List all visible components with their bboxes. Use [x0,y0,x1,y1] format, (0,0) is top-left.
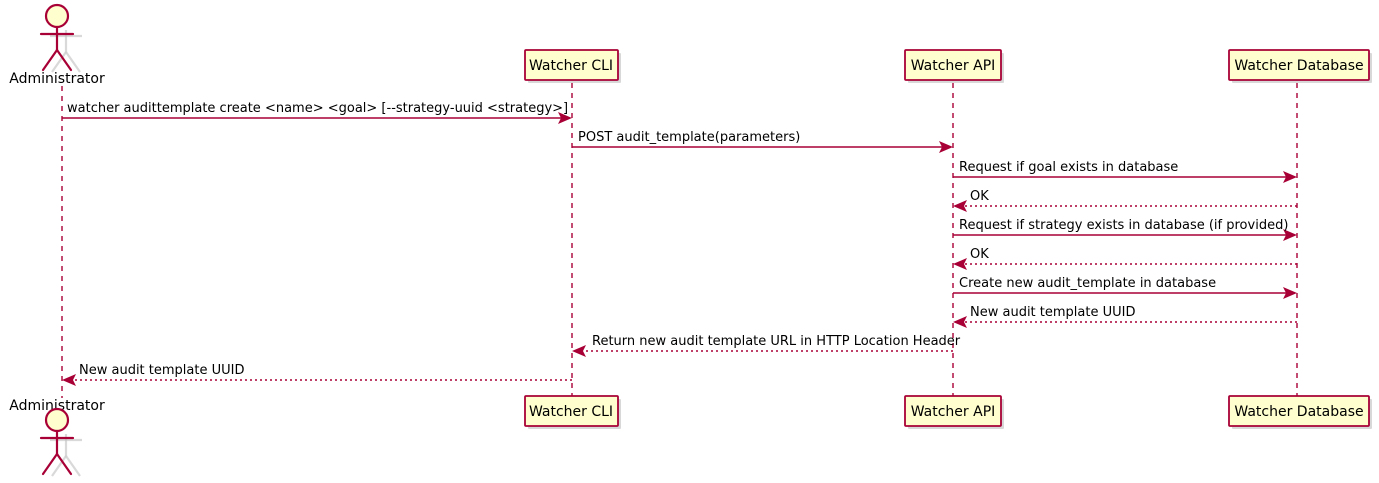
actor-figure-shadow-bottom [50,434,82,477]
message-2-label: POST audit_template(parameters) [578,130,800,145]
participant-box-cli-bottom[interactable] [524,395,619,427]
actor-left-leg-icon-bottom [41,452,59,476]
participant-db-top[interactable]: Watcher Database [1228,49,1372,83]
participant-label-api-top: Watcher API [911,58,996,74]
message-9[interactable]: Return new audit template URL in HTTP Lo… [572,334,961,357]
participant-label-api-bottom: Watcher API [911,404,996,420]
message-3[interactable]: Request if goal exists in database [953,160,1297,183]
message-8[interactable]: New audit template UUID [953,305,1297,328]
actor-label-top: Administrator [9,71,105,87]
participant-box-db-top[interactable] [1228,49,1370,81]
participant-api-bottom[interactable]: Watcher API [904,395,1004,429]
actor-right-leg-icon-bottom [55,452,73,476]
actor-head-icon-bottom [44,407,70,433]
participant-label-db-bottom: Watcher Database [1234,404,1363,420]
message-2-arrowhead-icon [939,141,953,153]
participant-label-db-top: Watcher Database [1234,58,1363,74]
participant-box-api-top[interactable] [904,49,1002,81]
message-1[interactable]: watcher audittemplate create <name> <goa… [62,101,572,124]
message-10-label: New audit template UUID [79,363,244,378]
message-4[interactable]: OK [953,189,1297,212]
actor-figure-shadow-top [50,30,82,73]
participant-label-cli-bottom: Watcher CLI [529,404,613,420]
message-6-label: OK [970,247,989,262]
message-7-arrowhead-icon [1283,287,1297,299]
message-10-arrowhead-icon [62,374,76,386]
lifelines [61,83,1298,398]
actor-left-leg-icon [41,48,59,72]
message-9-arrowhead-icon [572,345,586,357]
participant-label-cli-top: Watcher CLI [529,58,613,74]
participant-box-cli-top[interactable] [524,49,619,81]
message-6-arrowhead-icon [953,258,967,270]
message-8-arrowhead-icon [953,316,967,328]
actor-administrator-bottom[interactable]: Administrator [9,398,105,477]
participant-db-bottom[interactable]: Watcher Database [1228,395,1372,429]
participant-cli-top[interactable]: Watcher CLI [524,49,621,83]
participant-cli-bottom[interactable]: Watcher CLI [524,395,621,429]
message-2[interactable]: POST audit_template(parameters) [572,130,953,153]
message-3-arrowhead-icon [1283,171,1297,183]
message-6[interactable]: OK [953,247,1297,270]
message-1-label: watcher audittemplate create <name> <goa… [67,101,568,116]
actor-right-leg-icon [55,48,73,72]
actor-label-bottom: Administrator [9,398,105,414]
message-1-arrowhead-icon [558,112,572,124]
message-7-label: Create new audit_template in database [959,276,1216,291]
message-4-arrowhead-icon [953,200,967,212]
message-9-label: Return new audit template URL in HTTP Lo… [592,334,961,349]
actor-administrator-top[interactable]: Administrator [9,3,105,87]
message-5[interactable]: Request if strategy exists in database (… [953,218,1297,241]
participant-box-db-bottom[interactable] [1228,395,1370,427]
message-3-label: Request if goal exists in database [959,160,1178,175]
message-8-label: New audit template UUID [970,305,1135,320]
actor-head-icon [44,3,70,29]
message-5-label: Request if strategy exists in database (… [959,218,1288,233]
participant-api-top[interactable]: Watcher API [904,49,1004,83]
message-5-arrowhead-icon [1283,229,1297,241]
message-4-label: OK [970,189,989,204]
message-7[interactable]: Create new audit_template in database [953,276,1297,299]
message-10[interactable]: New audit template UUID [62,363,572,386]
participant-box-api-bottom[interactable] [904,395,1002,427]
